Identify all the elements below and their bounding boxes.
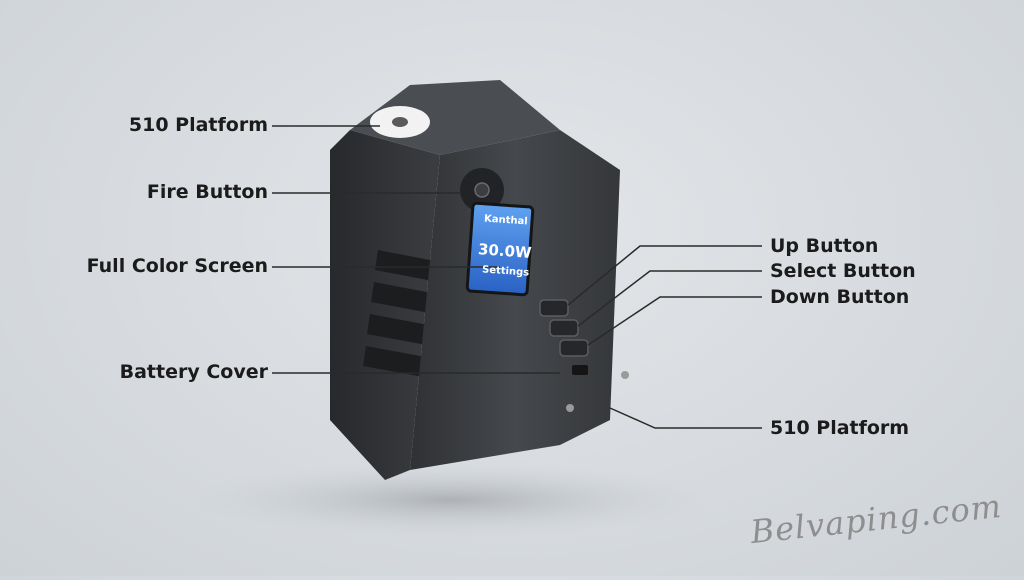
leader-down-button [587,296,762,346]
usb-port [572,365,588,375]
side-vents [363,250,440,378]
up-button[interactable] [539,299,569,317]
platform-top-pin [392,117,408,127]
label-fire-button: Fire Button [146,181,268,203]
screw-left [566,404,574,412]
device-side-panel [330,130,440,480]
leader-platform-bottom [609,407,762,429]
label-select-button: Select Button [770,260,916,282]
full-color-screen [465,201,535,297]
down-button[interactable] [559,339,589,357]
label-battery-cover: Battery Cover [119,361,268,383]
screen-power-text: 30.0W [477,240,533,262]
label-down-button: Down Button [770,286,910,308]
label-screen: Full Color Screen [86,255,268,277]
device-front-body [410,130,620,470]
floor-shadow [180,462,720,538]
label-platform-bottom: 510 Platform [770,417,910,439]
label-up-button: Up Button [770,235,879,257]
leader-select-button [577,270,762,327]
screw-right [621,371,629,379]
label-platform-top: 510 Platform [128,114,268,136]
fire-button-center[interactable] [474,182,490,198]
leader-up-button [567,245,762,306]
select-button[interactable] [549,319,579,337]
leader-lines [272,125,762,429]
